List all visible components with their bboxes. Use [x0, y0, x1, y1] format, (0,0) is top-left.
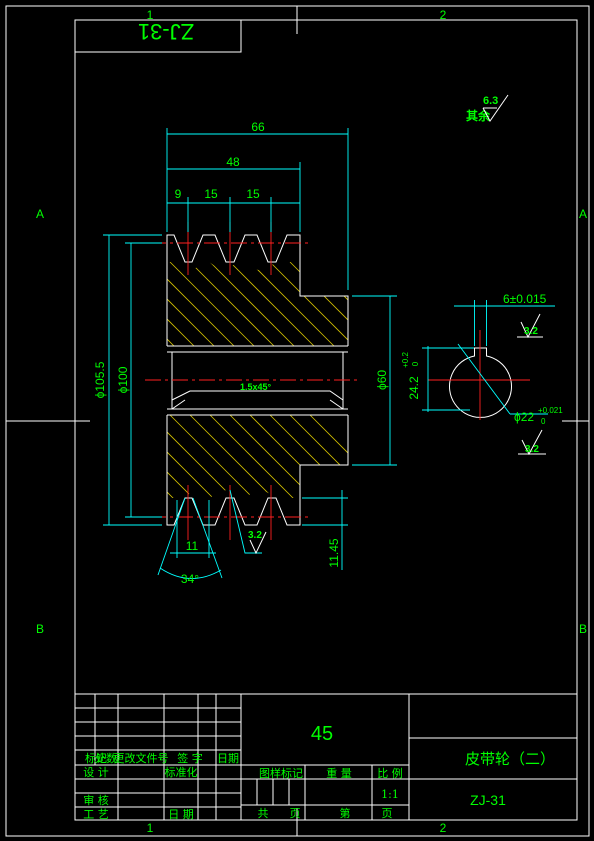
dim-width-48: 48: [226, 155, 240, 169]
tb-rev-header-3: 更改文件号: [114, 751, 169, 765]
tb-rev-header-1: 标记: [85, 751, 107, 765]
tb-page-no: 第: [340, 806, 351, 820]
dim-pitch-a: 15: [204, 187, 218, 201]
dim-width-total: 66: [251, 120, 265, 134]
tb-total: 共: [258, 807, 269, 820]
stamp-text: ZJ-31: [138, 19, 194, 44]
section-dimensions: 66 48 9 15 15 ϕ105.5 ϕ100 ϕ60 11: [93, 120, 397, 586]
dim-key-width: 6±0.015: [503, 292, 547, 306]
tb-rev-header-5: 日期: [217, 752, 239, 765]
dim-bore-dia: ϕ22: [514, 410, 534, 424]
tb-scale: 1:1: [381, 788, 399, 801]
bore-outline: [449, 347, 512, 418]
dim-key-depth: 24.2: [407, 376, 421, 400]
tb-ratio: 比 例: [377, 766, 403, 780]
keyway-view: 6±0.015 3.2 24.2 +0.2 0 ϕ22 +0.021 0 3.2: [401, 292, 563, 456]
roughness-keyway: 3.2: [524, 326, 538, 337]
stamp-box: [74, 19, 242, 53]
tb-design: 设 计: [83, 766, 109, 779]
zone-label-bottom-2: 2: [440, 821, 447, 835]
tb-rev-header-4: 签 字: [177, 751, 203, 765]
tb-page: 页: [382, 807, 393, 820]
title-block: 标记 处数 更改文件号 签 字 日期 设 计 标准化 审 核 工 艺 日 期 4…: [75, 693, 577, 821]
tb-standardize: 标准化: [165, 765, 198, 779]
tb-date: 日 期: [168, 808, 194, 821]
inner-border: [74, 19, 578, 821]
dim-pitch-b: 15: [246, 187, 260, 201]
tb-stage: 图样标记: [259, 766, 303, 780]
tb-material: 45: [311, 723, 333, 745]
zone-label-top-1: 1: [147, 8, 154, 22]
roughness-groove: 3.2: [248, 530, 262, 541]
roughness-general-value: 6.3: [483, 95, 498, 107]
outer-border: [5, 5, 590, 837]
dim-groove-angle: 34°: [181, 572, 199, 586]
dim-dia-hub: ϕ60: [375, 370, 389, 390]
dim-pitch-first: 9: [175, 187, 182, 201]
tb-process: 工 艺: [83, 808, 109, 821]
zone-label-right-b: B: [579, 622, 587, 636]
tb-part-name: 皮带轮（二）: [465, 751, 555, 768]
dim-groove-depth: 11.45: [327, 538, 341, 567]
roughness-bore: 3.2: [525, 444, 539, 455]
zone-label-top-2: 2: [440, 8, 447, 22]
dim-bore-tol-lower: 0: [541, 417, 546, 426]
tb-drawing-no: ZJ-31: [470, 792, 506, 808]
zone-label-left-b: B: [36, 622, 44, 636]
zone-label-right-a: A: [579, 207, 587, 221]
tb-review: 审 核: [83, 793, 109, 807]
tb-sheet: 页: [290, 807, 301, 820]
tb-weight: 重 量: [326, 766, 352, 780]
dim-key-depth-tol-lower: 0: [411, 361, 420, 366]
roughness-general: 其余 6.3: [466, 94, 509, 123]
dim-key-depth-tol-upper: +0.2: [401, 352, 410, 368]
tb-rev-header-2: 处数: [95, 752, 117, 765]
zone-label-left-a: A: [36, 207, 44, 221]
chamfer-note: 1.5x45°: [240, 382, 272, 392]
zone-label-bottom-1: 1: [147, 821, 154, 835]
dim-groove-top: 11: [186, 539, 199, 553]
dim-bore-tol-upper: +0.021: [538, 406, 563, 415]
dim-dia-pitch: ϕ100: [116, 366, 130, 393]
dim-dia-outer: ϕ105.5: [93, 361, 107, 398]
pulley-section: 1.5x45°: [145, 222, 360, 540]
